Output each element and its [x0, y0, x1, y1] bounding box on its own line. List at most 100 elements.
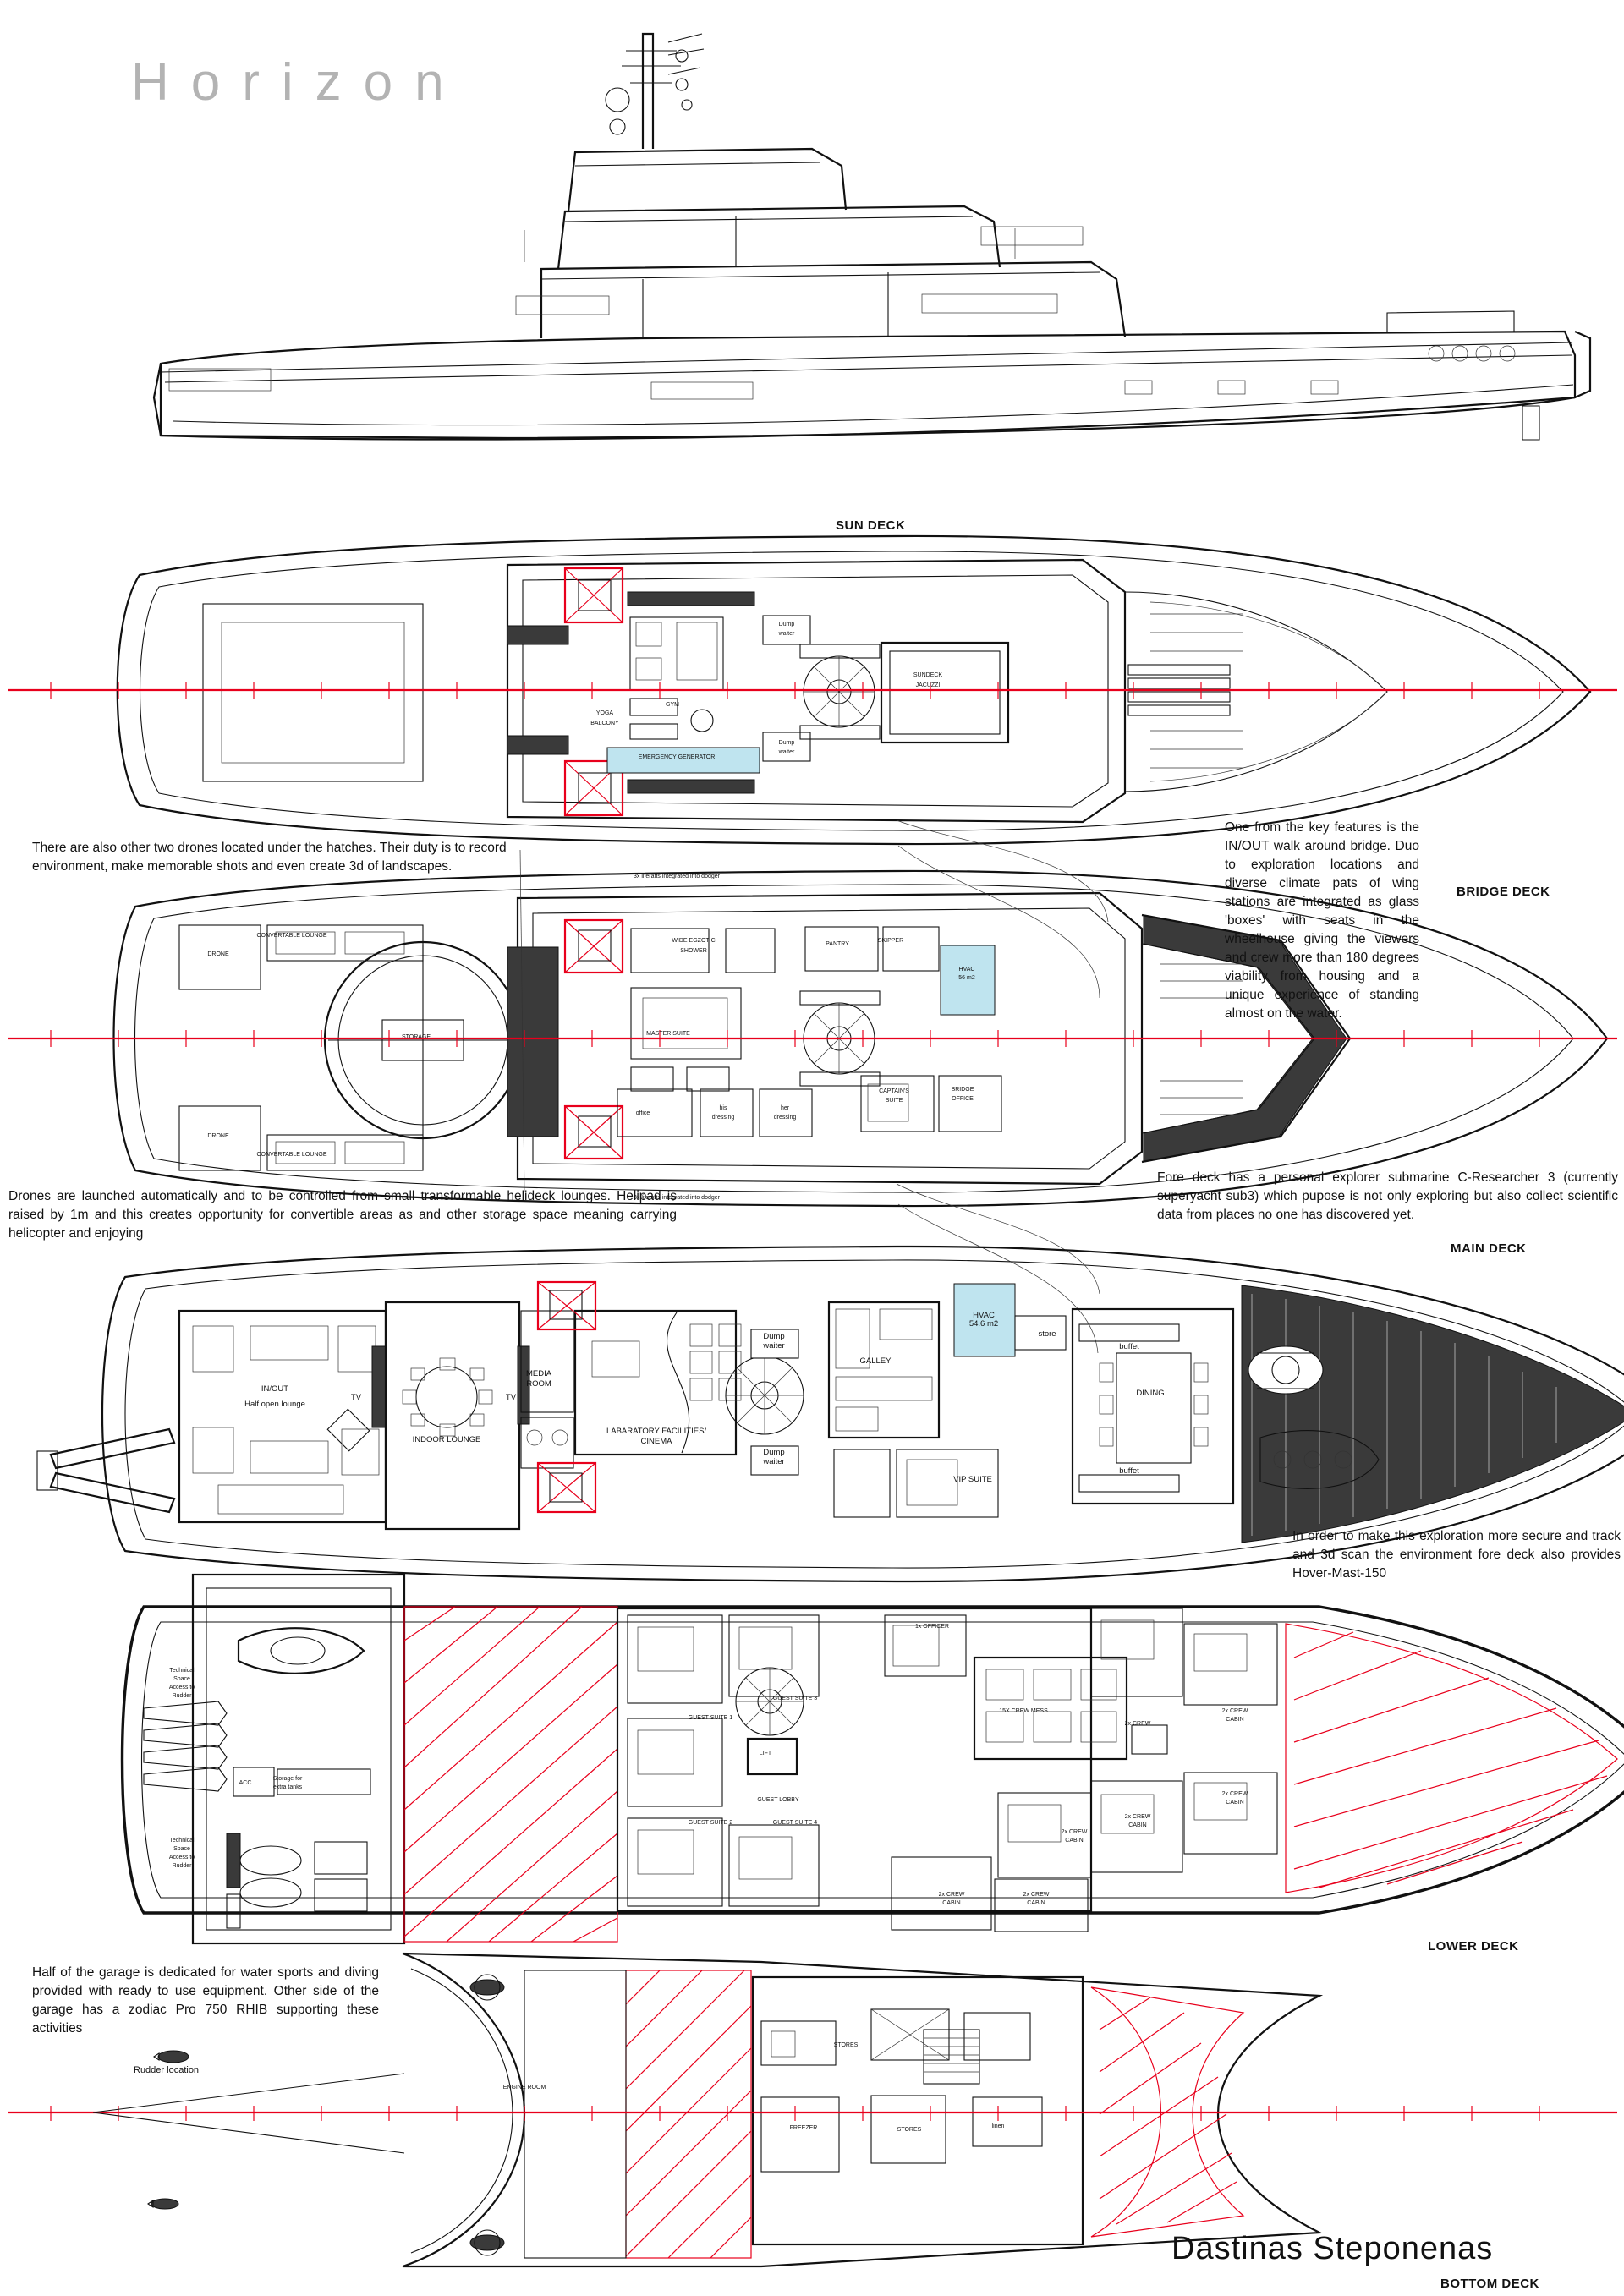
- room-label: SUNDECK: [914, 672, 943, 678]
- lower-hatch-zone-aft: [1285, 1623, 1618, 1893]
- room-label: SKIPPER: [878, 938, 903, 944]
- helideck-hatch-fwd: [563, 567, 624, 624]
- room-label: 2x CREW: [1125, 1721, 1151, 1727]
- room-label: Space: [173, 1846, 190, 1852]
- note-inout-bridge: One from the key features is the IN/OUT …: [1225, 820, 1419, 1021]
- room-label: EMERGENCY GENERATOR: [639, 754, 716, 760]
- rudder-location-label: Rudder location: [134, 2065, 200, 2075]
- deck-label-lower-deck: LOWER DECK: [1428, 1939, 1519, 1954]
- bottom-deck-plan: [8, 1952, 1617, 2268]
- room-label: Half open lounge: [244, 1400, 305, 1409]
- room-label: CAPTAIN'S: [879, 1088, 909, 1094]
- room-label: 2x CREW: [1062, 1829, 1088, 1835]
- main-hatch-fwd: [536, 1280, 597, 1331]
- room-label: linen: [992, 2123, 1005, 2129]
- room-label: Technical: [169, 1668, 195, 1674]
- room-label: Storage for: [273, 1776, 303, 1782]
- room-label: WIDE EGZOTIC: [672, 938, 715, 944]
- room-label: CONVERTABLE LOUNGE: [257, 933, 327, 939]
- room-label: OFFICE: [952, 1096, 974, 1102]
- designer-signature: Dastinas Steponenas: [1171, 2231, 1494, 2266]
- room-label: dressing: [712, 1115, 735, 1121]
- room-label: 3x liferafts integrated into dodger: [634, 1195, 721, 1201]
- room-label: CABIN: [1226, 1800, 1243, 1806]
- room-label: 54.6 m2: [969, 1319, 998, 1329]
- room-label: 2x CREW: [1222, 1708, 1248, 1714]
- room-label: Dump: [763, 1448, 784, 1457]
- room-label: Dump: [763, 1332, 784, 1341]
- room-label: waiter: [778, 631, 795, 637]
- room-label: DINING: [1136, 1389, 1164, 1398]
- room-label: Space: [173, 1676, 190, 1682]
- sun-deck-plan: [8, 534, 1617, 846]
- room-label: 2x CREW: [939, 1892, 965, 1898]
- room-label: CABIN: [1128, 1822, 1146, 1828]
- page-title: Horizon: [131, 53, 466, 112]
- bridge-deck-plan: [8, 869, 1617, 1208]
- room-label: waiter: [762, 1341, 784, 1351]
- helideck-hatch-aft: [563, 759, 624, 817]
- room-label: Dump: [779, 622, 795, 627]
- deck-label-bottom-deck: BOTTOM DECK: [1440, 2277, 1539, 2291]
- room-label: GALLEY: [860, 1356, 892, 1366]
- deck-label-main-deck: MAIN DECK: [1451, 1241, 1527, 1256]
- room-label: CINEMA: [641, 1437, 673, 1446]
- room-label: CABIN: [942, 1900, 960, 1906]
- engine-room-hatch: [625, 1970, 752, 2259]
- note-fore-deck-sub: Fore deck has a personal explorer submar…: [1157, 1170, 1618, 1222]
- room-label: 2x CREW: [1023, 1892, 1050, 1898]
- room-label: INDOOR LOUNGE: [413, 1435, 481, 1444]
- main-deck-plan: [36, 1245, 1624, 1583]
- room-label: Rudder: [173, 1863, 193, 1869]
- room-label: BRIDGE: [952, 1087, 974, 1093]
- room-label: GUEST SUITE 3: [773, 1696, 817, 1701]
- note-drones-helideck: Drones are launched automatically and to…: [8, 1189, 677, 1241]
- room-label: BALCONY: [590, 721, 619, 726]
- room-label: dressing: [774, 1115, 797, 1121]
- room-label: SUITE: [886, 1098, 903, 1104]
- note-hover-mast: In order to make this exploration more s…: [1292, 1529, 1621, 1581]
- room-label: store: [1038, 1329, 1056, 1339]
- room-label: buffet: [1119, 1342, 1139, 1351]
- room-label: ACC: [239, 1780, 252, 1786]
- main-stair: [725, 1329, 804, 1476]
- room-label: 56 m2: [958, 975, 975, 981]
- room-label: SHOWER: [680, 948, 707, 954]
- room-label: Rudder: [173, 1693, 193, 1699]
- main-hatch-aft: [536, 1461, 597, 1514]
- room-label: Technical: [169, 1838, 195, 1844]
- room-label: CABIN: [1027, 1900, 1045, 1906]
- bridge-hatch-aft: [563, 1104, 624, 1160]
- note-garage: Half of the garage is dedicated for wate…: [32, 1965, 379, 2036]
- room-label: HVAC: [973, 1311, 995, 1320]
- room-label: JACUZZI: [916, 682, 941, 688]
- room-label: 2x CREW: [1125, 1814, 1151, 1820]
- room-label: MASTER SUITE: [646, 1031, 690, 1037]
- room-label: HVAC: [959, 967, 975, 973]
- room-label: GYM: [666, 702, 679, 708]
- room-label: STORES: [897, 2127, 922, 2133]
- bridge-hatch-fwd: [563, 918, 624, 974]
- room-label: ENGINE ROOM: [503, 2085, 546, 2091]
- room-label: VIP SUITE: [953, 1475, 992, 1484]
- room-label: GUEST SUITE 1: [689, 1715, 732, 1721]
- room-label: CABIN: [1065, 1838, 1083, 1844]
- room-label: MEDIA: [526, 1369, 552, 1378]
- lower-hatch-zone-fwd: [403, 1606, 618, 1943]
- room-label: CABIN: [1226, 1717, 1243, 1723]
- room-label: office: [636, 1110, 650, 1116]
- room-label: FREEZER: [790, 2125, 818, 2131]
- room-label: extra tanks: [273, 1784, 303, 1790]
- room-label: PANTRY: [826, 941, 849, 947]
- room-label: her: [781, 1105, 790, 1111]
- deck-label-sun-deck: SUN DECK: [836, 518, 906, 533]
- room-label: Dump: [779, 740, 795, 746]
- sundeck-stair: [799, 644, 881, 740]
- room-label: TV: [506, 1393, 517, 1402]
- room-label: 15X CREW MESS: [999, 1708, 1048, 1714]
- lower-deck-plan: [120, 1573, 1624, 1945]
- note-drones-hatches: There are also other two drones located …: [32, 841, 507, 874]
- room-label: Access to: [169, 1855, 195, 1860]
- room-label: DRONE: [207, 951, 229, 957]
